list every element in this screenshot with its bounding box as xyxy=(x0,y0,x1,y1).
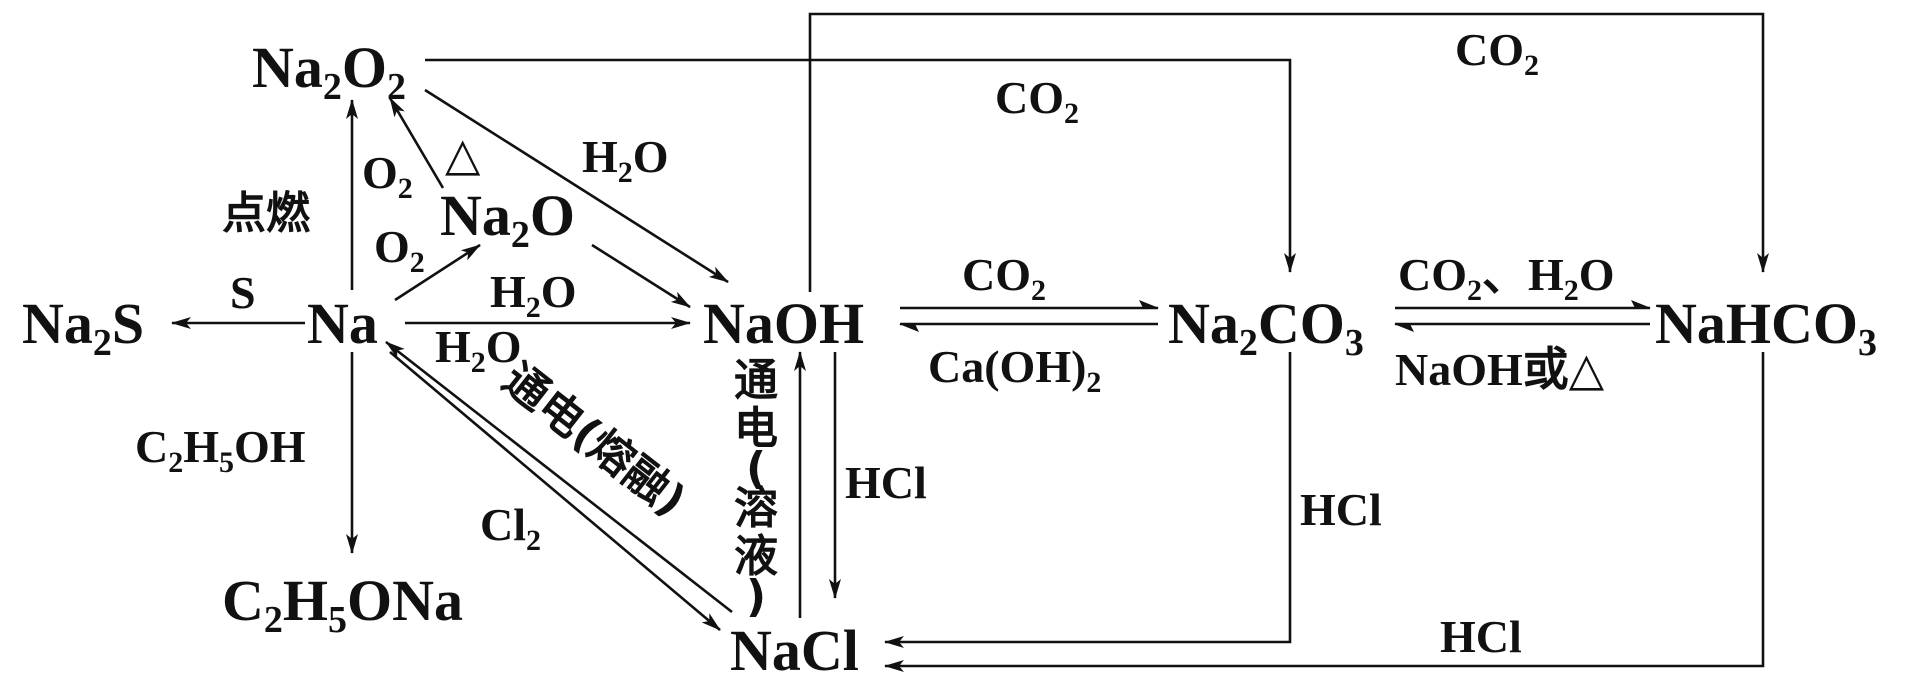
label-o2-na-na2o2: O2 xyxy=(362,147,413,205)
compound-na2s: Na2S xyxy=(22,291,144,364)
compound-c2h5ona: C2H5ONa xyxy=(222,568,463,641)
arrow-nacl-to-na xyxy=(385,340,733,614)
label-hcl-naoh-nacl: HCl xyxy=(845,457,927,508)
label-electrolysis-solution: 通电(溶液) xyxy=(734,355,778,622)
arrow-na2o-to-na2o2 xyxy=(388,97,445,189)
label-hcl-nahco3-nacl: HCl xyxy=(1440,611,1522,662)
compound-nahco3: NaHCO3 xyxy=(1655,291,1877,364)
arrow-na-to-na2o xyxy=(394,243,481,302)
arrow-na2o-to-naoh xyxy=(591,243,691,309)
label-c2h5oh: C2H5OH xyxy=(135,421,306,479)
label-naoh-or-heat: NaOH或△ xyxy=(1395,344,1605,395)
label-h2o-na2o2-naoh: H2O xyxy=(582,131,669,189)
label-co2-naoh-nahco3: CO2 xyxy=(1455,24,1539,82)
label-co2-na2o2-na2co3: CO2 xyxy=(995,72,1079,130)
arrow-nahco3-to-nacl xyxy=(884,352,1765,672)
label-heat-na2o-na2o2: △ xyxy=(445,129,481,180)
label-h2o-na-naoh: H2O xyxy=(490,266,577,324)
compound-na: Na xyxy=(307,291,378,356)
compound-na2co3: Na2CO3 xyxy=(1168,291,1364,364)
label-o2-na-na2o: O2 xyxy=(374,221,425,279)
compound-na2o: Na2O xyxy=(440,183,575,256)
arrow-na2co3-to-nacl xyxy=(884,352,1292,648)
arrow-naoh-to-nahco3 xyxy=(808,12,1769,292)
compound-nacl: NaCl xyxy=(730,618,859,683)
label-hcl-na2co3-nacl: HCl xyxy=(1300,484,1382,535)
label-co2-naoh-na2co3: CO2 xyxy=(962,249,1046,307)
label-ignite: 点燃 xyxy=(222,188,311,239)
label-s-na-na2s: S xyxy=(230,267,256,318)
label-caoh2-na2co3-naoh: Ca(OH)2 xyxy=(928,341,1101,399)
arrow-na-to-nacl xyxy=(389,351,721,631)
label-co2h2o-na2co3-nahco3: CO2、H2O xyxy=(1398,249,1615,307)
label-h2o-na2o-naoh: H2O xyxy=(435,321,522,379)
reaction-arrows xyxy=(171,12,1769,672)
compound-naoh: NaOH xyxy=(703,291,864,356)
label-cl2-na-nacl: Cl2 xyxy=(480,499,541,557)
arrow-na2o2-to-na2co3 xyxy=(425,58,1296,273)
compound-na2o2: Na2O2 xyxy=(252,35,406,108)
arrow-na2o2-to-naoh xyxy=(424,88,729,284)
compounds: Na2O2 Na2O Na2S Na NaOH Na2CO3 NaHCO3 C2… xyxy=(22,35,1877,683)
